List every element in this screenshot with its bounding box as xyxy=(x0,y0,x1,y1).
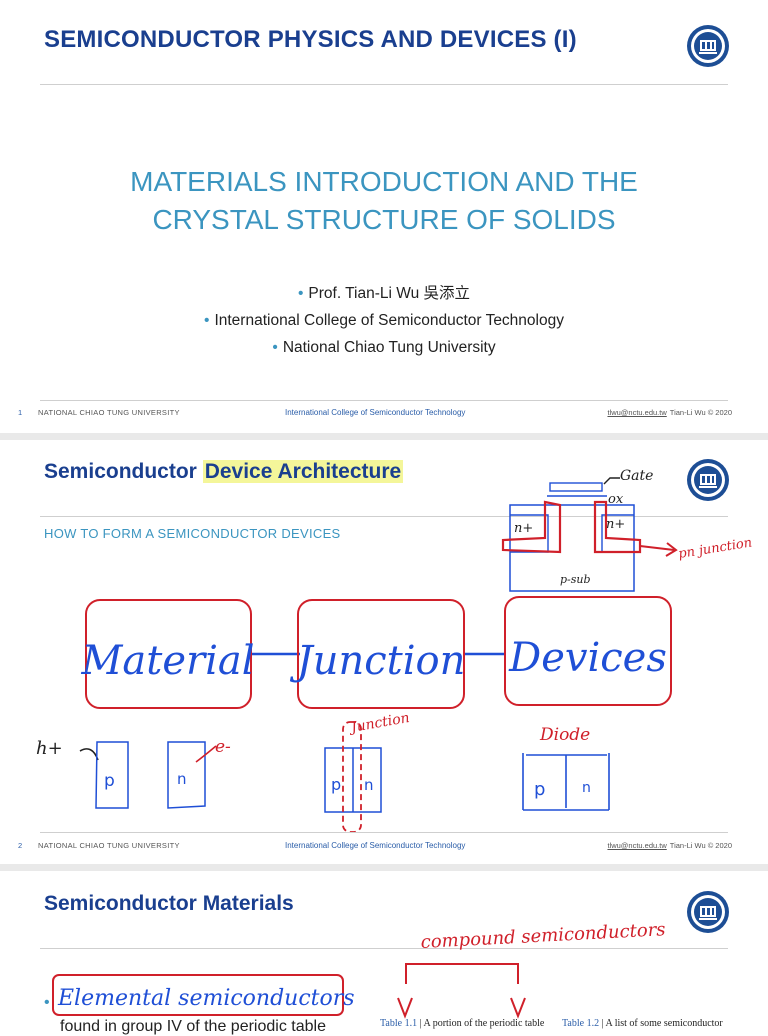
n-plus-right-label: n+ xyxy=(606,517,625,532)
university-bullet: •National Chiao Tung University xyxy=(272,339,496,356)
footer-author: Tian-Li Wu © 2020 xyxy=(669,408,732,417)
header-divider xyxy=(40,948,728,949)
author-info: •Prof. Tian-Li Wu 吳添立 •International Col… xyxy=(0,280,768,361)
bottom-sketches: h+ p n e- p n Junction Diode p n xyxy=(36,710,610,833)
header-divider xyxy=(40,84,728,85)
university-seal-icon xyxy=(687,25,729,67)
junction-highlight xyxy=(342,721,362,833)
n-left-label: n xyxy=(177,770,187,788)
material-box xyxy=(85,599,252,709)
author-bullet: •Prof. Tian-Li Wu 吳添立 xyxy=(297,285,471,302)
handwritten-annotations: compound semiconductors Elemental semico… xyxy=(52,919,666,1019)
n-right-label: n xyxy=(582,780,591,796)
page-number: 2 xyxy=(18,841,23,850)
slide-subtitle: HOW TO FORM A SEMICONDUCTOR DEVICES xyxy=(44,526,341,541)
gate-rectangle xyxy=(549,482,603,492)
p-left-label: p xyxy=(104,771,115,791)
footer-university: NATIONAL CHIAO TUNG UNIVERSITY xyxy=(38,408,180,417)
p-right-label: p xyxy=(534,779,545,800)
check-right xyxy=(510,997,526,1019)
elemental-highlight-box xyxy=(52,974,344,1016)
page-number: 1 xyxy=(18,408,23,417)
diode-label: Diode xyxy=(539,725,590,745)
footer-divider xyxy=(40,832,728,833)
source-junction-outline xyxy=(501,500,562,554)
footer-college: International College of Semiconductor T… xyxy=(285,841,466,850)
elemental-semiconductors-label: Elemental semiconductors xyxy=(57,986,355,1011)
drain-junction-outline xyxy=(593,500,642,554)
bullet-dot: • xyxy=(44,994,50,1011)
bullet-text: found in group IV of the periodic table xyxy=(60,1018,326,1035)
university-seal-icon xyxy=(687,459,729,501)
p-mid-label: p xyxy=(331,775,341,794)
header-divider xyxy=(40,516,728,517)
ox-label: ox xyxy=(608,492,624,507)
slide-2: Semiconductor Device Architecture HOW TO… xyxy=(0,440,768,864)
university-seal-icon xyxy=(687,891,729,933)
electron-arrow xyxy=(195,745,217,763)
n-plus-left-label: n+ xyxy=(514,521,533,536)
slide-title: Semiconductor Materials xyxy=(44,892,294,915)
highlighted-title: Device Architecture xyxy=(202,460,404,483)
electron-label: e- xyxy=(215,737,231,757)
n-block-left xyxy=(167,741,206,809)
lecture-title-line-2: CRYSTAL STRUCTURE OF SOLIDS xyxy=(152,204,616,235)
footer-email[interactable]: tlwu@nctu.edu.tw xyxy=(607,408,667,417)
footer-university: NATIONAL CHIAO TUNG UNIVERSITY xyxy=(38,841,180,850)
gate-leader-line xyxy=(603,477,620,485)
junction-annotation: Junction xyxy=(347,710,411,737)
material-label: Material xyxy=(80,638,254,684)
lecture-title: MATERIALS INTRODUCTION AND THE CRYSTAL S… xyxy=(0,163,768,239)
compound-semiconductors-label: compound semiconductors xyxy=(420,919,666,953)
slide-title: Semiconductor Device Architecture xyxy=(44,460,404,483)
devices-box xyxy=(504,596,672,706)
junction-label: Junction xyxy=(290,638,466,684)
junction-box xyxy=(297,599,465,709)
slide-separator xyxy=(0,864,768,871)
pn-junction-label: pn junction xyxy=(677,535,753,561)
footer-email[interactable]: tlwu@nctu.edu.tw xyxy=(607,841,667,850)
college-bullet: •International College of Semiconductor … xyxy=(204,312,564,329)
handwritten-diagram: Gate ox n+ n+ p-sub pn junction Material… xyxy=(36,468,753,833)
hole-label: h+ xyxy=(36,738,63,759)
pn-junction-arrowhead xyxy=(665,542,678,557)
devices-label: Devices xyxy=(508,635,667,681)
footer-divider xyxy=(40,400,728,401)
n-mid-label: n xyxy=(364,776,374,794)
p-block-left xyxy=(95,741,129,809)
p-sub-label: p-sub xyxy=(560,573,591,586)
slide-3: Semiconductor Materials compound semicon… xyxy=(0,872,768,1035)
slide-footer: 2 NATIONAL CHIAO TUNG UNIVERSITY Interna… xyxy=(0,841,768,855)
slide-separator xyxy=(0,433,768,440)
bracket xyxy=(405,963,519,984)
footer-college: International College of Semiconductor T… xyxy=(285,408,466,417)
course-header: SEMICONDUCTOR PHYSICS AND DEVICES (I) xyxy=(44,26,577,53)
mosfet-sketch: Gate ox n+ n+ p-sub pn junction xyxy=(501,468,753,592)
footer-author: Tian-Li Wu © 2020 xyxy=(669,841,732,850)
substrate-box xyxy=(509,504,635,592)
lecture-title-line-1: MATERIALS INTRODUCTION AND THE xyxy=(130,166,638,197)
gate-label: Gate xyxy=(620,468,653,484)
slide-footer: 1 NATIONAL CHIAO TUNG UNIVERSITY Interna… xyxy=(0,408,768,422)
pn-junction-arrow xyxy=(639,545,675,551)
slide-1: SEMICONDUCTOR PHYSICS AND DEVICES (I) MA… xyxy=(0,0,768,433)
check-left xyxy=(397,997,413,1019)
hole-arrow xyxy=(79,748,99,761)
flow-diagram: Material Junction Devices xyxy=(80,596,672,709)
